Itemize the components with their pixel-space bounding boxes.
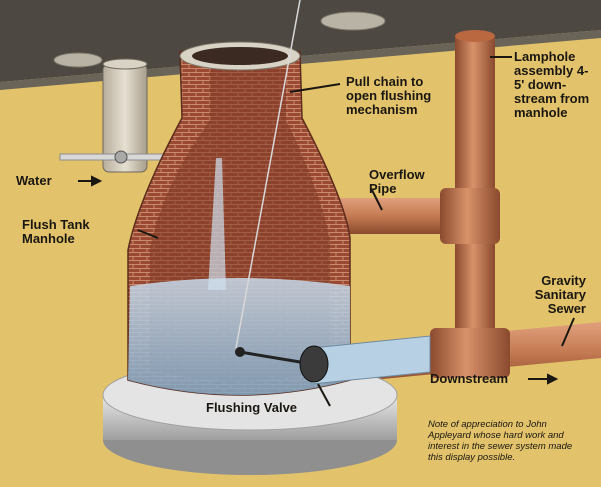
surface-slab bbox=[0, 0, 601, 82]
gravity-sanitary-sewer-label: Gravity Sanitary Sewer bbox=[534, 273, 586, 316]
valve-box-cover-icon bbox=[53, 52, 103, 68]
tank-water bbox=[128, 278, 350, 395]
callout-arrows bbox=[78, 56, 575, 407]
appreciation-note: Note of appreciation to John Appleyard w… bbox=[428, 419, 573, 463]
flushing-valve-label: Flushing Valve bbox=[206, 400, 298, 415]
manhole-cover-icon bbox=[320, 11, 386, 31]
water-label: Water bbox=[16, 173, 52, 188]
pull-chain bbox=[235, 0, 301, 349]
flush-tank-manhole-label: Flush Tank Manhole bbox=[22, 217, 90, 246]
flushing-valve-icon bbox=[299, 345, 329, 383]
downstream-label: Downstream bbox=[430, 371, 509, 386]
overflow-pipe-label: Overflow Pipe bbox=[369, 167, 425, 196]
pull-chain-label: Pull chain to open flushing mechanism bbox=[346, 74, 432, 117]
lamphole-label: Lamphole assembly 4-5' down-stream from … bbox=[514, 49, 590, 120]
